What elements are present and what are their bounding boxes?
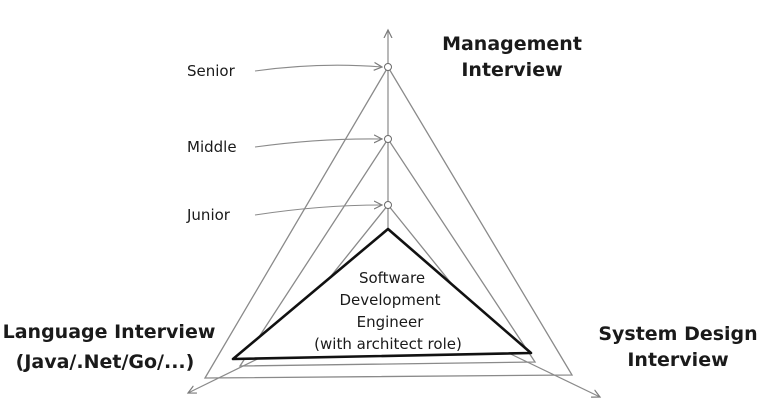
- pointer-middle: [254, 139, 382, 148]
- axis-title-system-design-line1: System Design: [598, 323, 757, 345]
- center-line-3: Engineer: [357, 313, 425, 331]
- level-label-senior: Senior: [187, 62, 236, 80]
- engineer-triangle: [231, 227, 533, 361]
- center-line-4: (with architect role): [314, 335, 462, 353]
- axis-title-language-line2: (Java/.Net/Go/...): [16, 351, 195, 373]
- axis-title-management-line1: Management: [442, 33, 582, 55]
- marker-junior: [384, 201, 392, 209]
- center-line-2: Development: [340, 291, 441, 309]
- level-label-junior: Junior: [186, 206, 231, 224]
- triangle-senior: [203, 65, 574, 379]
- marker-middle: [384, 135, 392, 143]
- triangle-middle: [238, 137, 537, 367]
- axis-title-management-line2: Interview: [461, 59, 562, 81]
- level-pointers: [254, 65, 382, 216]
- center-line-1: Software: [359, 269, 425, 287]
- pointer-junior: [254, 205, 382, 216]
- marker-senior: [384, 63, 392, 71]
- level-markers: [384, 63, 392, 209]
- axis-title-system-design-line2: Interview: [627, 349, 728, 371]
- level-label-middle: Middle: [187, 138, 237, 156]
- pointer-senior: [254, 65, 382, 72]
- axis-title-language-line1: Language Interview: [3, 321, 216, 343]
